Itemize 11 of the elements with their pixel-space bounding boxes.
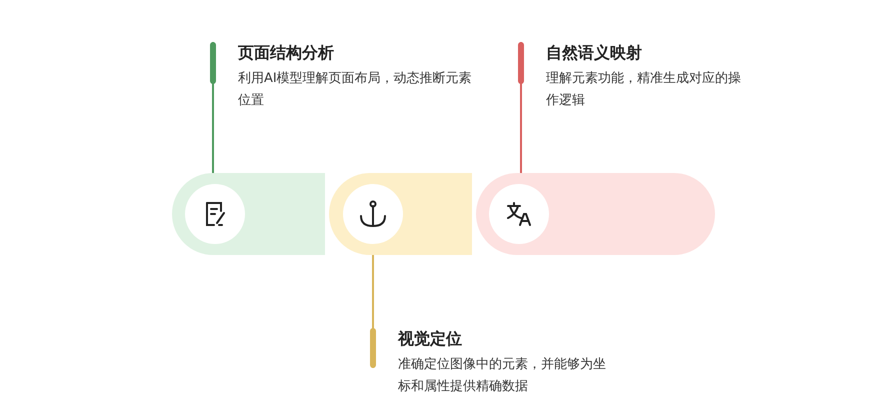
heading: 页面结构分析 [238,42,335,64]
description: 利用AI模型理解页面布局，动态推断元素位置 [238,70,473,110]
description: 准确定位图像中的元素，并能够为坐标和属性提供精确数据 [398,356,606,396]
pill-band [172,173,325,255]
leader-line [518,42,524,173]
description: 理解元素功能，精准生成对应的操作逻辑 [546,70,742,110]
leader-line [210,42,216,173]
heading: 自然语义映射 [546,42,643,64]
leader-line [370,255,376,368]
pill-band [329,173,472,255]
heading: 视觉定位 [398,328,463,350]
